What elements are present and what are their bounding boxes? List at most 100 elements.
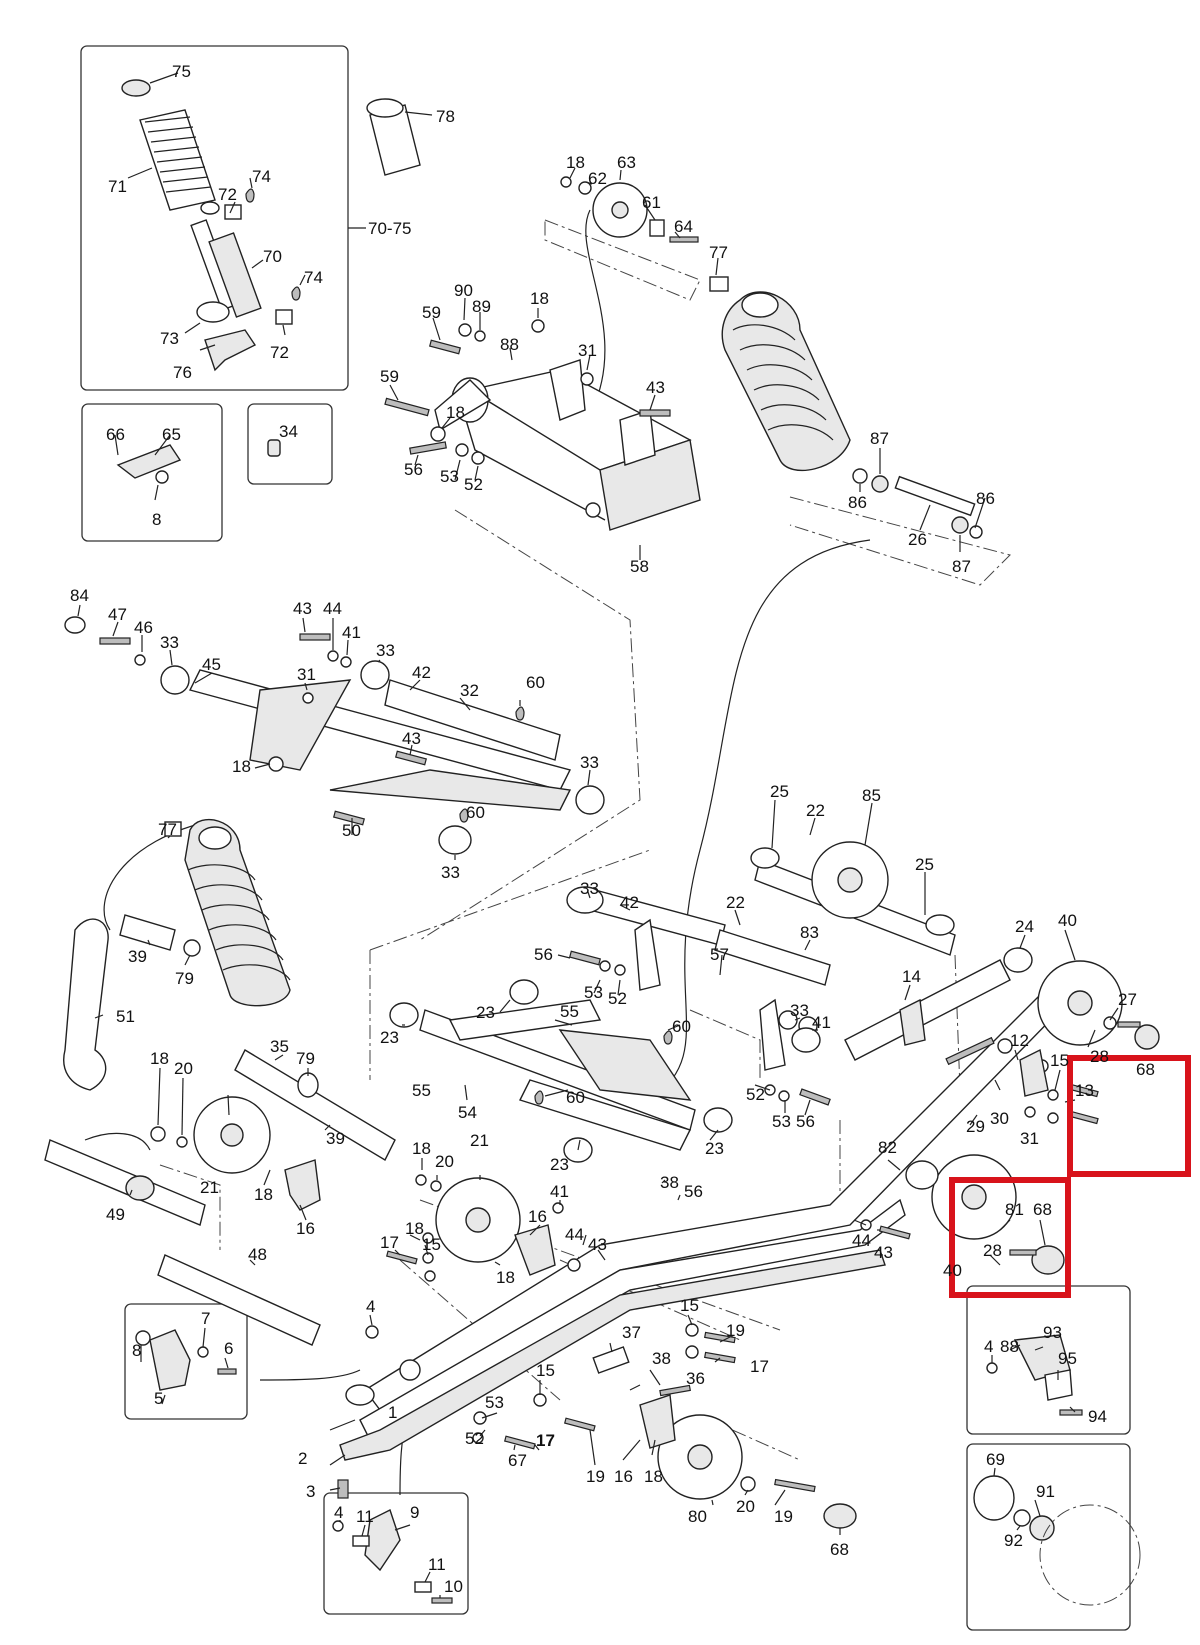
front-arm-assembly-58 (434, 359, 701, 531)
part-label-38: 38 (652, 1349, 671, 1368)
part-label-64: 64 (674, 217, 693, 236)
part-label-53: 53 (772, 1112, 791, 1131)
part-label-68: 68 (830, 1540, 849, 1559)
bushing-77 (709, 276, 729, 292)
bushing-72b (275, 309, 293, 325)
part-label-49: 49 (106, 1205, 125, 1224)
shaft-22b (714, 929, 831, 986)
bushing-23b (509, 979, 539, 1005)
part-label-34: 34 (279, 422, 298, 441)
part-label-59: 59 (380, 367, 399, 386)
bushing-33b (360, 660, 390, 690)
part-label-38: 38 (660, 1173, 679, 1192)
part-label-65: 65 (162, 425, 181, 444)
bracket-16b (514, 1224, 556, 1276)
part-label-26: 26 (908, 530, 927, 549)
part-label-35: 35 (270, 1037, 289, 1056)
part-label-4: 4 (984, 1337, 993, 1356)
part-label-28: 28 (1090, 1047, 1109, 1066)
part-label-27: 27 (1118, 990, 1137, 1009)
shaft-35 (234, 1049, 396, 1161)
part-label-15: 15 (1050, 1051, 1069, 1070)
part-label-33: 33 (376, 641, 395, 660)
part-label-9: 9 (410, 1503, 419, 1522)
part-label-68: 68 (1136, 1060, 1155, 1079)
upper-fasteners (384, 319, 671, 465)
part-label-44: 44 (852, 1231, 871, 1250)
part-label-54: 54 (458, 1103, 477, 1122)
bushing-61 (649, 219, 665, 237)
washer-86b (969, 525, 983, 539)
part-label-33: 33 (580, 879, 599, 898)
part-label-42: 42 (620, 893, 639, 912)
part-label-29: 29 (966, 1117, 985, 1136)
bumper-9 (364, 1509, 401, 1572)
part-label-28: 28 (983, 1241, 1002, 1260)
part-label-17: 17 (380, 1233, 399, 1252)
part-label-5: 5 (154, 1389, 163, 1408)
bracket-16c (639, 1394, 676, 1449)
part-label-3: 3 (306, 1482, 315, 1501)
seal-69 (973, 1475, 1015, 1521)
bushing-33d (438, 825, 472, 855)
part-label-1: 1 (388, 1403, 397, 1422)
part-label-39: 39 (326, 1129, 345, 1148)
part-label-23: 23 (705, 1139, 724, 1158)
part-label-8: 8 (132, 1341, 141, 1360)
spacer-24 (1003, 947, 1033, 973)
part-label-20: 20 (435, 1152, 454, 1171)
part-label-7: 7 (201, 1309, 210, 1328)
part-label-60: 60 (566, 1088, 585, 1107)
inset-box-shock-assembly (80, 45, 349, 391)
part-label-62: 62 (588, 169, 607, 188)
part-label-31: 31 (297, 665, 316, 684)
shock-cylinder (208, 232, 262, 318)
part-label-59: 59 (422, 303, 441, 322)
rear-shock-upper (709, 276, 983, 539)
part-label-76: 76 (173, 363, 192, 382)
part-label-25: 25 (915, 855, 934, 874)
spacer-82 (905, 1160, 939, 1190)
part-label-78: 78 (436, 107, 455, 126)
part-label-86: 86 (976, 489, 995, 508)
part-label-41: 41 (550, 1182, 569, 1201)
bushing-33f (791, 1027, 821, 1053)
part-label-37: 37 (622, 1323, 641, 1342)
part-label-57: 57 (710, 945, 729, 964)
bracket-65 (116, 444, 182, 479)
part-label-20: 20 (174, 1059, 193, 1078)
part-label-85: 85 (862, 786, 881, 805)
plate-11a (352, 1535, 370, 1547)
part-label-50: 50 (342, 821, 361, 840)
part-label-44: 44 (323, 599, 342, 618)
inset-box-wheel-bearing (966, 1443, 1131, 1631)
inset-box-bracket (81, 403, 223, 542)
part-label-72: 72 (218, 185, 237, 204)
part-label-18: 18 (232, 757, 251, 776)
part-label-42: 42 (412, 663, 431, 682)
part-label-52: 52 (608, 989, 627, 1008)
part-label-15: 15 (680, 1296, 699, 1315)
washer-79 (183, 939, 201, 957)
part-label-94: 94 (1088, 1407, 1107, 1426)
bushing-23a (389, 1002, 419, 1028)
part-label-39: 39 (128, 947, 147, 966)
bearing-91 (1029, 1515, 1055, 1541)
grease-drop-icon (245, 188, 255, 203)
part-label-95: 95 (1058, 1349, 1077, 1368)
cam-plate-76 (204, 329, 257, 372)
cap-84 (64, 616, 86, 634)
part-label-43: 43 (874, 1243, 893, 1262)
part-label-18: 18 (446, 403, 465, 422)
inset-box-grease-fitting (247, 403, 333, 485)
part-label-55: 55 (560, 1002, 579, 1021)
highlight-box-upper-right (1067, 1055, 1191, 1177)
part-label-72: 72 (270, 343, 289, 362)
part-label-16: 16 (296, 1219, 315, 1238)
part-label-79: 79 (296, 1049, 315, 1068)
part-label-91: 91 (1036, 1482, 1055, 1501)
rear-idler-shaft (750, 841, 956, 956)
sleeve-39 (119, 914, 176, 951)
part-label-21: 21 (470, 1131, 489, 1150)
